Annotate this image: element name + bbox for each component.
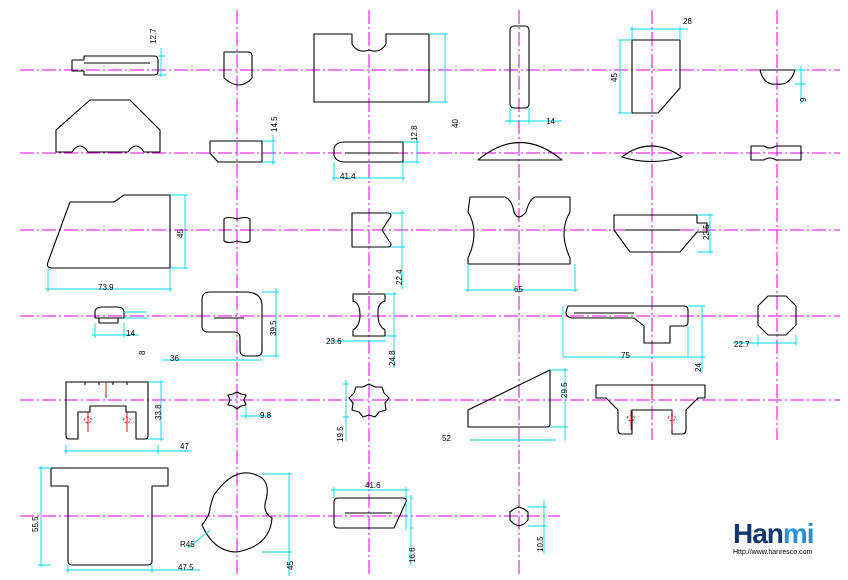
- logo-wordmark-part2: mi: [782, 518, 815, 549]
- dim-p19: 23.6: [326, 337, 342, 346]
- dim-p4: 12.8: [410, 125, 419, 141]
- dim-p10: 45: [176, 229, 185, 238]
- logo-wordmark: Hanmi: [733, 520, 833, 548]
- hanmi-logo: Hanmi Http://www.hanresco.com: [733, 520, 833, 564]
- dim-p23: 22.7: [734, 340, 750, 349]
- logo-url: Http://www.hanresco.com: [733, 549, 813, 556]
- profile-7: [55, 99, 161, 153]
- dim-p5: 41.4: [340, 172, 356, 181]
- profile-31: 10.5: [509, 500, 547, 554]
- profile-13: 45 73.9: [45, 194, 188, 292]
- dim-p3: 40: [451, 119, 460, 128]
- dim-p33: 45: [286, 561, 295, 570]
- profile-30: 41.6 16.6: [331, 481, 417, 565]
- dim-p28: 29.5: [560, 382, 569, 398]
- dim-p16: 8: [138, 350, 147, 355]
- profile-17: 22.5: [613, 214, 713, 254]
- profile-22: 22.7: [733, 295, 797, 349]
- dim-p25: 47: [180, 442, 189, 451]
- profile-14: [223, 216, 251, 244]
- profile-21: 75 24: [562, 305, 705, 372]
- profile-24: 9.8: [227, 391, 272, 420]
- profile-11: [621, 145, 683, 163]
- dim-p6: 14: [546, 117, 555, 126]
- dim-p13: 65: [514, 285, 523, 294]
- profile-4: 14: [505, 25, 562, 126]
- profile-5: 28 45: [610, 17, 692, 114]
- profile-1: 12.7: [71, 28, 166, 77]
- dim-p24: 33.8: [154, 404, 163, 420]
- dim-p36: 10.5: [536, 536, 545, 552]
- dim-p7: 28: [683, 17, 692, 26]
- dim-p26: 9.8: [260, 411, 272, 420]
- dim-p21: 75: [621, 351, 630, 360]
- profile-9: 12.8 41.4: [332, 125, 420, 181]
- profile-29: R45 45: [180, 472, 295, 576]
- dim-p29: 52: [442, 434, 451, 443]
- dim-p32: R45: [180, 540, 195, 549]
- dim-p18: 36: [170, 354, 179, 363]
- dim-p27: 19.5: [336, 426, 345, 442]
- dim-p15: 14: [126, 329, 135, 338]
- profile-12: [750, 145, 802, 161]
- profile-27: [595, 384, 706, 435]
- profile-25: 19.5: [336, 380, 390, 442]
- profile-16: 65: [465, 196, 578, 294]
- profile-20: 23.6 24.8: [326, 292, 397, 368]
- dim-p12: 22.4: [395, 269, 404, 285]
- dim-p8: 45: [610, 73, 619, 82]
- profile-15: 22.4: [351, 210, 405, 289]
- dim-p22: 24: [694, 363, 703, 372]
- dim-p11: 73.9: [98, 283, 114, 292]
- profile-26: 29.5 52: [442, 368, 569, 443]
- dim-p34: 41.6: [365, 481, 381, 490]
- profile-18: 14 8: [92, 306, 147, 355]
- dim-p31: 47.5: [178, 563, 194, 572]
- centerlines: [20, 10, 840, 575]
- profile-2: [223, 51, 253, 86]
- dim-p14: 22.5: [702, 224, 711, 240]
- dim-p35: 16.6: [408, 547, 417, 563]
- logo-wordmark-part1: Han: [733, 518, 784, 549]
- profile-19: 39.5 36: [162, 288, 279, 363]
- profile-8: 14.5: [209, 116, 279, 165]
- dim-p2: 14.5: [270, 116, 279, 132]
- profile-6: 9: [759, 66, 808, 104]
- profile-28: 55.5 47.5: [31, 466, 200, 573]
- dim-p30: 55.5: [31, 516, 40, 532]
- dim-p17: 39.5: [269, 320, 278, 336]
- profile-23: 33.8 47: [64, 380, 192, 454]
- dim-p20: 24.8: [388, 350, 397, 366]
- profile-3: 40: [313, 33, 460, 128]
- dim-p9: 9: [799, 97, 808, 102]
- dim-p1: 12.7: [149, 28, 158, 44]
- profile-10: [477, 142, 563, 161]
